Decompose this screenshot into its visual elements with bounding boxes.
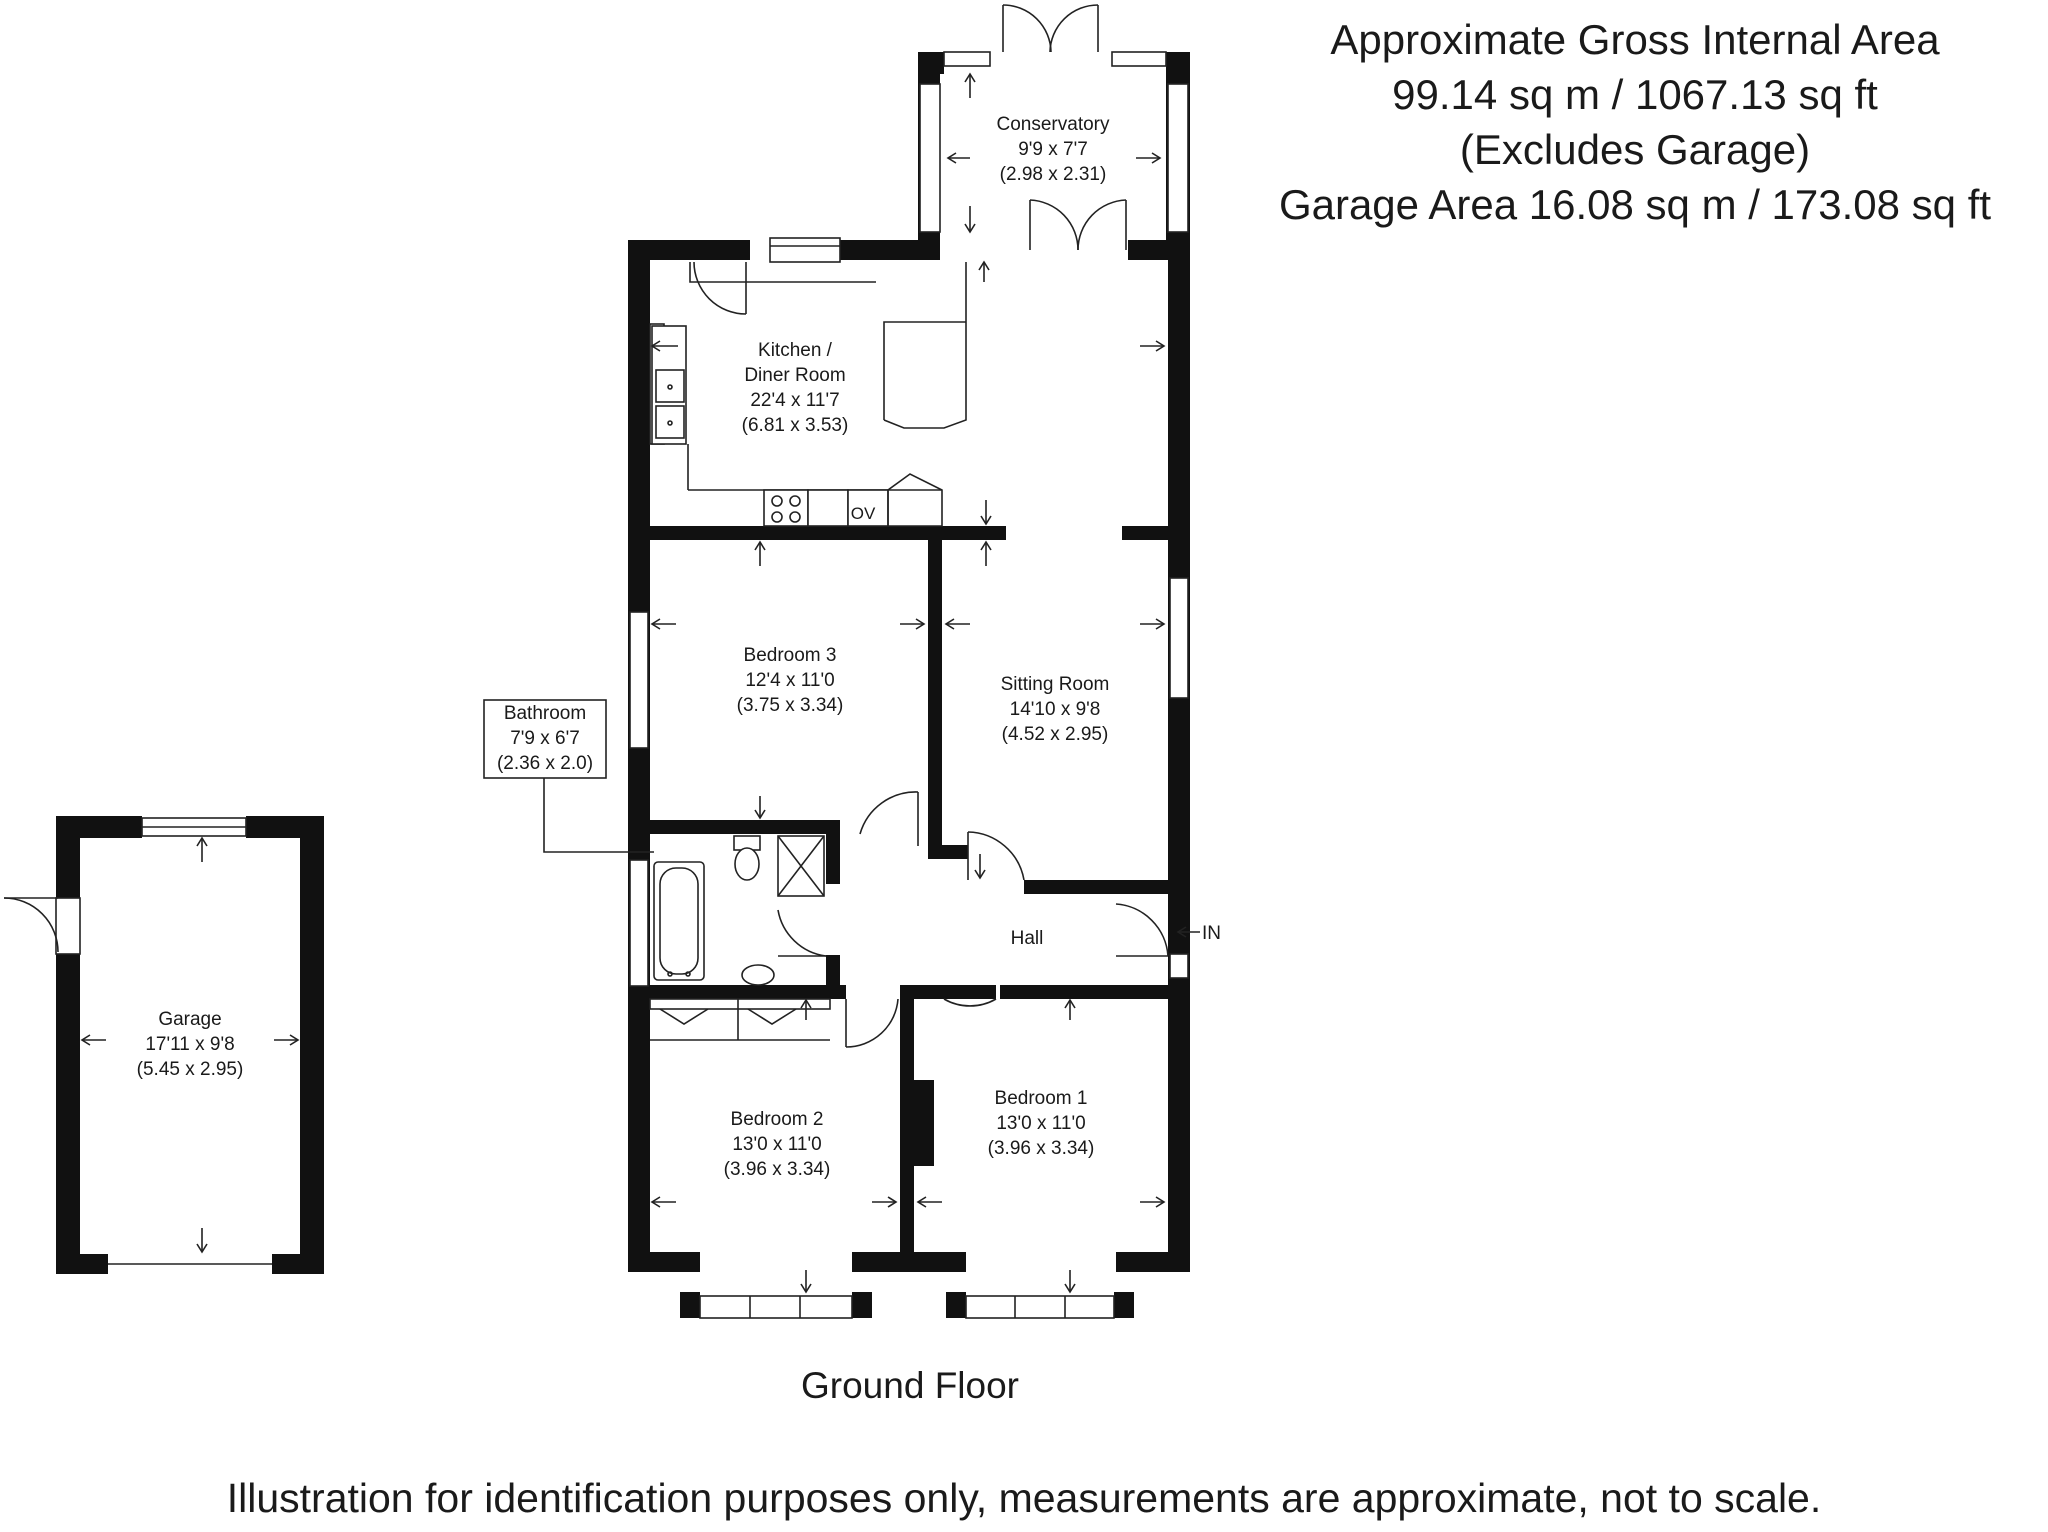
garage bbox=[3, 816, 324, 1274]
wardrobes bbox=[649, 998, 831, 1041]
oven-label: OV bbox=[851, 504, 876, 523]
bedroom2-imperial: 13'0 x 11'0 bbox=[732, 1134, 821, 1155]
bedroom1-name: Bedroom 1 bbox=[995, 1088, 1088, 1109]
bathroom-fixtures bbox=[653, 835, 825, 986]
doors bbox=[693, 4, 1169, 1048]
disclaimer: Illustration for identification purposes… bbox=[226, 1475, 1822, 1521]
bedroom3-name: Bedroom 3 bbox=[744, 645, 837, 666]
garage-area-value: Garage Area 16.08 sq m / 173.08 sq ft bbox=[1278, 181, 1992, 228]
bathroom-imperial: 7'9 x 6'7 bbox=[510, 728, 580, 749]
garage-name: Garage bbox=[158, 1009, 221, 1030]
bedroom3-metric: (3.75 x 3.34) bbox=[737, 695, 844, 716]
conservatory-imperial: 9'9 x 7'7 bbox=[1018, 139, 1088, 160]
area-summary: Approximate Gross Internal Area 99.14 sq… bbox=[1230, 12, 2040, 232]
kitchen-imperial: 22'4 x 11'7 bbox=[750, 390, 839, 411]
kitchen-fixtures bbox=[651, 262, 967, 527]
hall-label: Hall bbox=[1011, 928, 1044, 949]
bedroom1-imperial: 13'0 x 11'0 bbox=[996, 1113, 1085, 1134]
garage-metric: (5.45 x 2.95) bbox=[137, 1059, 244, 1080]
kitchen-name-2: Diner Room bbox=[744, 365, 845, 386]
bedroom2-metric: (3.96 x 3.34) bbox=[724, 1159, 831, 1180]
entrance-label: IN bbox=[1202, 923, 1221, 944]
kitchen-name-1: Kitchen / bbox=[758, 340, 833, 361]
gross-area-value: 99.14 sq m / 1067.13 sq ft bbox=[1392, 71, 1878, 118]
gross-area-label: Approximate Gross Internal Area bbox=[1330, 16, 1940, 63]
kitchen-metric: (6.81 x 3.53) bbox=[742, 415, 849, 436]
sitting-room-imperial: 14'10 x 9'8 bbox=[1010, 699, 1101, 720]
bedroom3-imperial: 12'4 x 11'0 bbox=[745, 670, 834, 691]
conservatory-metric: (2.98 x 2.31) bbox=[1000, 164, 1107, 185]
bathroom-name: Bathroom bbox=[504, 703, 586, 724]
bedroom1-metric: (3.96 x 3.34) bbox=[988, 1138, 1095, 1159]
bathroom-metric: (2.36 x 2.0) bbox=[497, 753, 593, 774]
garage-excluded-note: (Excludes Garage) bbox=[1459, 126, 1811, 173]
conservatory-name: Conservatory bbox=[997, 114, 1110, 135]
bedroom2-name: Bedroom 2 bbox=[731, 1109, 824, 1130]
floor-title: Ground Floor bbox=[801, 1365, 1019, 1406]
garage-imperial: 17'11 x 9'8 bbox=[145, 1034, 234, 1055]
bathroom-callout bbox=[483, 699, 654, 853]
sitting-room-name: Sitting Room bbox=[1001, 674, 1110, 695]
dimension-arrows bbox=[650, 72, 1200, 1294]
room-labels: Conservatory 9'9 x 7'7 (2.98 x 2.31) Kit… bbox=[137, 114, 1221, 1180]
sitting-room-metric: (4.52 x 2.95) bbox=[1002, 724, 1109, 745]
